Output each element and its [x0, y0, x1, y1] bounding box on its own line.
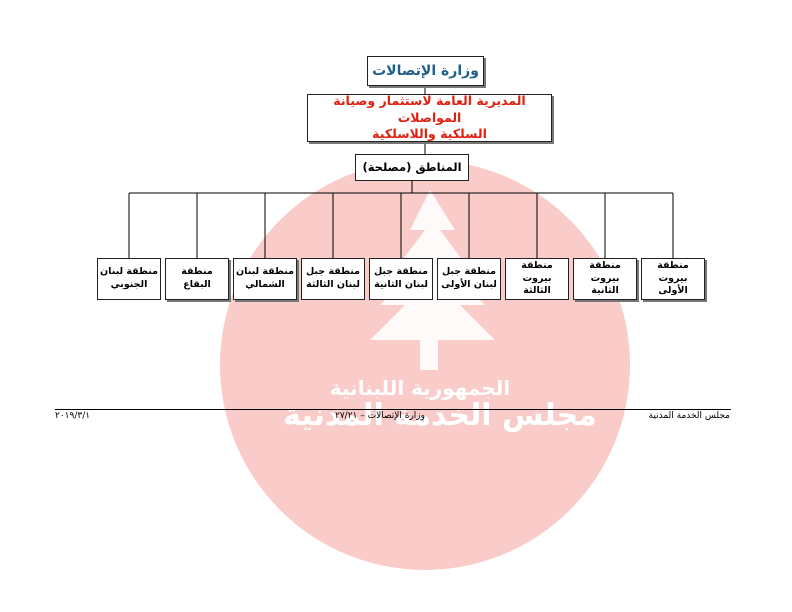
region-label-line2: الأولى: [658, 285, 688, 297]
regions-header-box: المناطق (مصلحة): [355, 154, 469, 181]
region-label-line2: الجنوبي: [110, 279, 148, 290]
region-label-line1: منطقة بيروت: [657, 259, 689, 284]
region-box-beirut-2: منطقة بيروت الثانية: [573, 258, 637, 300]
ministry-title: وزارة الإتصالات: [372, 62, 479, 79]
region-box-beirut-1: منطقة بيروت الأولى: [641, 258, 705, 300]
footer-council-name: مجلس الخدمة المدنية: [648, 411, 730, 421]
region-label-line2: لبنان الأولى: [441, 279, 497, 290]
footer-date: ٢٠١٩/٣/١: [55, 411, 91, 421]
directorate-title-line2: السلكية واللاسلكية: [372, 126, 487, 142]
region-label-line1: منطقة جبل: [305, 266, 361, 278]
footer-page-ref: وزارة الإتصالات – ٢٧/٢١: [335, 411, 426, 421]
directorate-title-line1: المديرية العامة لاستثمار وصيانة المواصلا…: [333, 92, 526, 125]
region-box-mount-lebanon-3: منطقة جبل لبنان الثالثة: [301, 258, 365, 300]
region-box-mount-lebanon-1: منطقة جبل لبنان الأولى: [437, 258, 501, 300]
region-label-line1: منطقة: [181, 266, 213, 278]
footer-divider: [55, 409, 731, 410]
region-label-line2: لبنان الثالثة: [306, 279, 360, 290]
region-label-line2: لبنان الثانية: [374, 279, 428, 290]
region-box-north-lebanon: منطقة لبنان الشمالي: [233, 258, 297, 300]
region-box-beirut-3: منطقة بيروت الثالثة: [505, 258, 569, 300]
region-label-line1: منطقة لبنان: [236, 266, 294, 278]
region-box-south-lebanon: منطقة لبنان الجنوبي: [97, 258, 161, 300]
ministry-box: وزارة الإتصالات: [367, 56, 484, 86]
region-label-line2: البقاع: [183, 279, 211, 290]
region-label-line2: الثالثة: [523, 285, 551, 297]
region-box-bekaa: منطقة البقاع: [165, 258, 229, 300]
region-label-line1: منطقة بيروت: [521, 259, 553, 284]
region-label-line2: الثانية: [591, 285, 619, 297]
directorate-box: المديرية العامة لاستثمار وصيانة المواصلا…: [307, 92, 552, 142]
region-label-line1: منطقة جبل: [373, 266, 429, 278]
regions-header-title: المناطق (مصلحة): [362, 159, 462, 174]
region-label-line1: منطقة جبل: [441, 266, 497, 278]
region-label-line2: الشمالي: [245, 279, 285, 290]
region-label-line1: منطقة بيروت: [589, 259, 621, 284]
region-label-line1: منطقة لبنان: [100, 266, 158, 278]
region-box-mount-lebanon-2: منطقة جبل لبنان الثانية: [369, 258, 433, 300]
